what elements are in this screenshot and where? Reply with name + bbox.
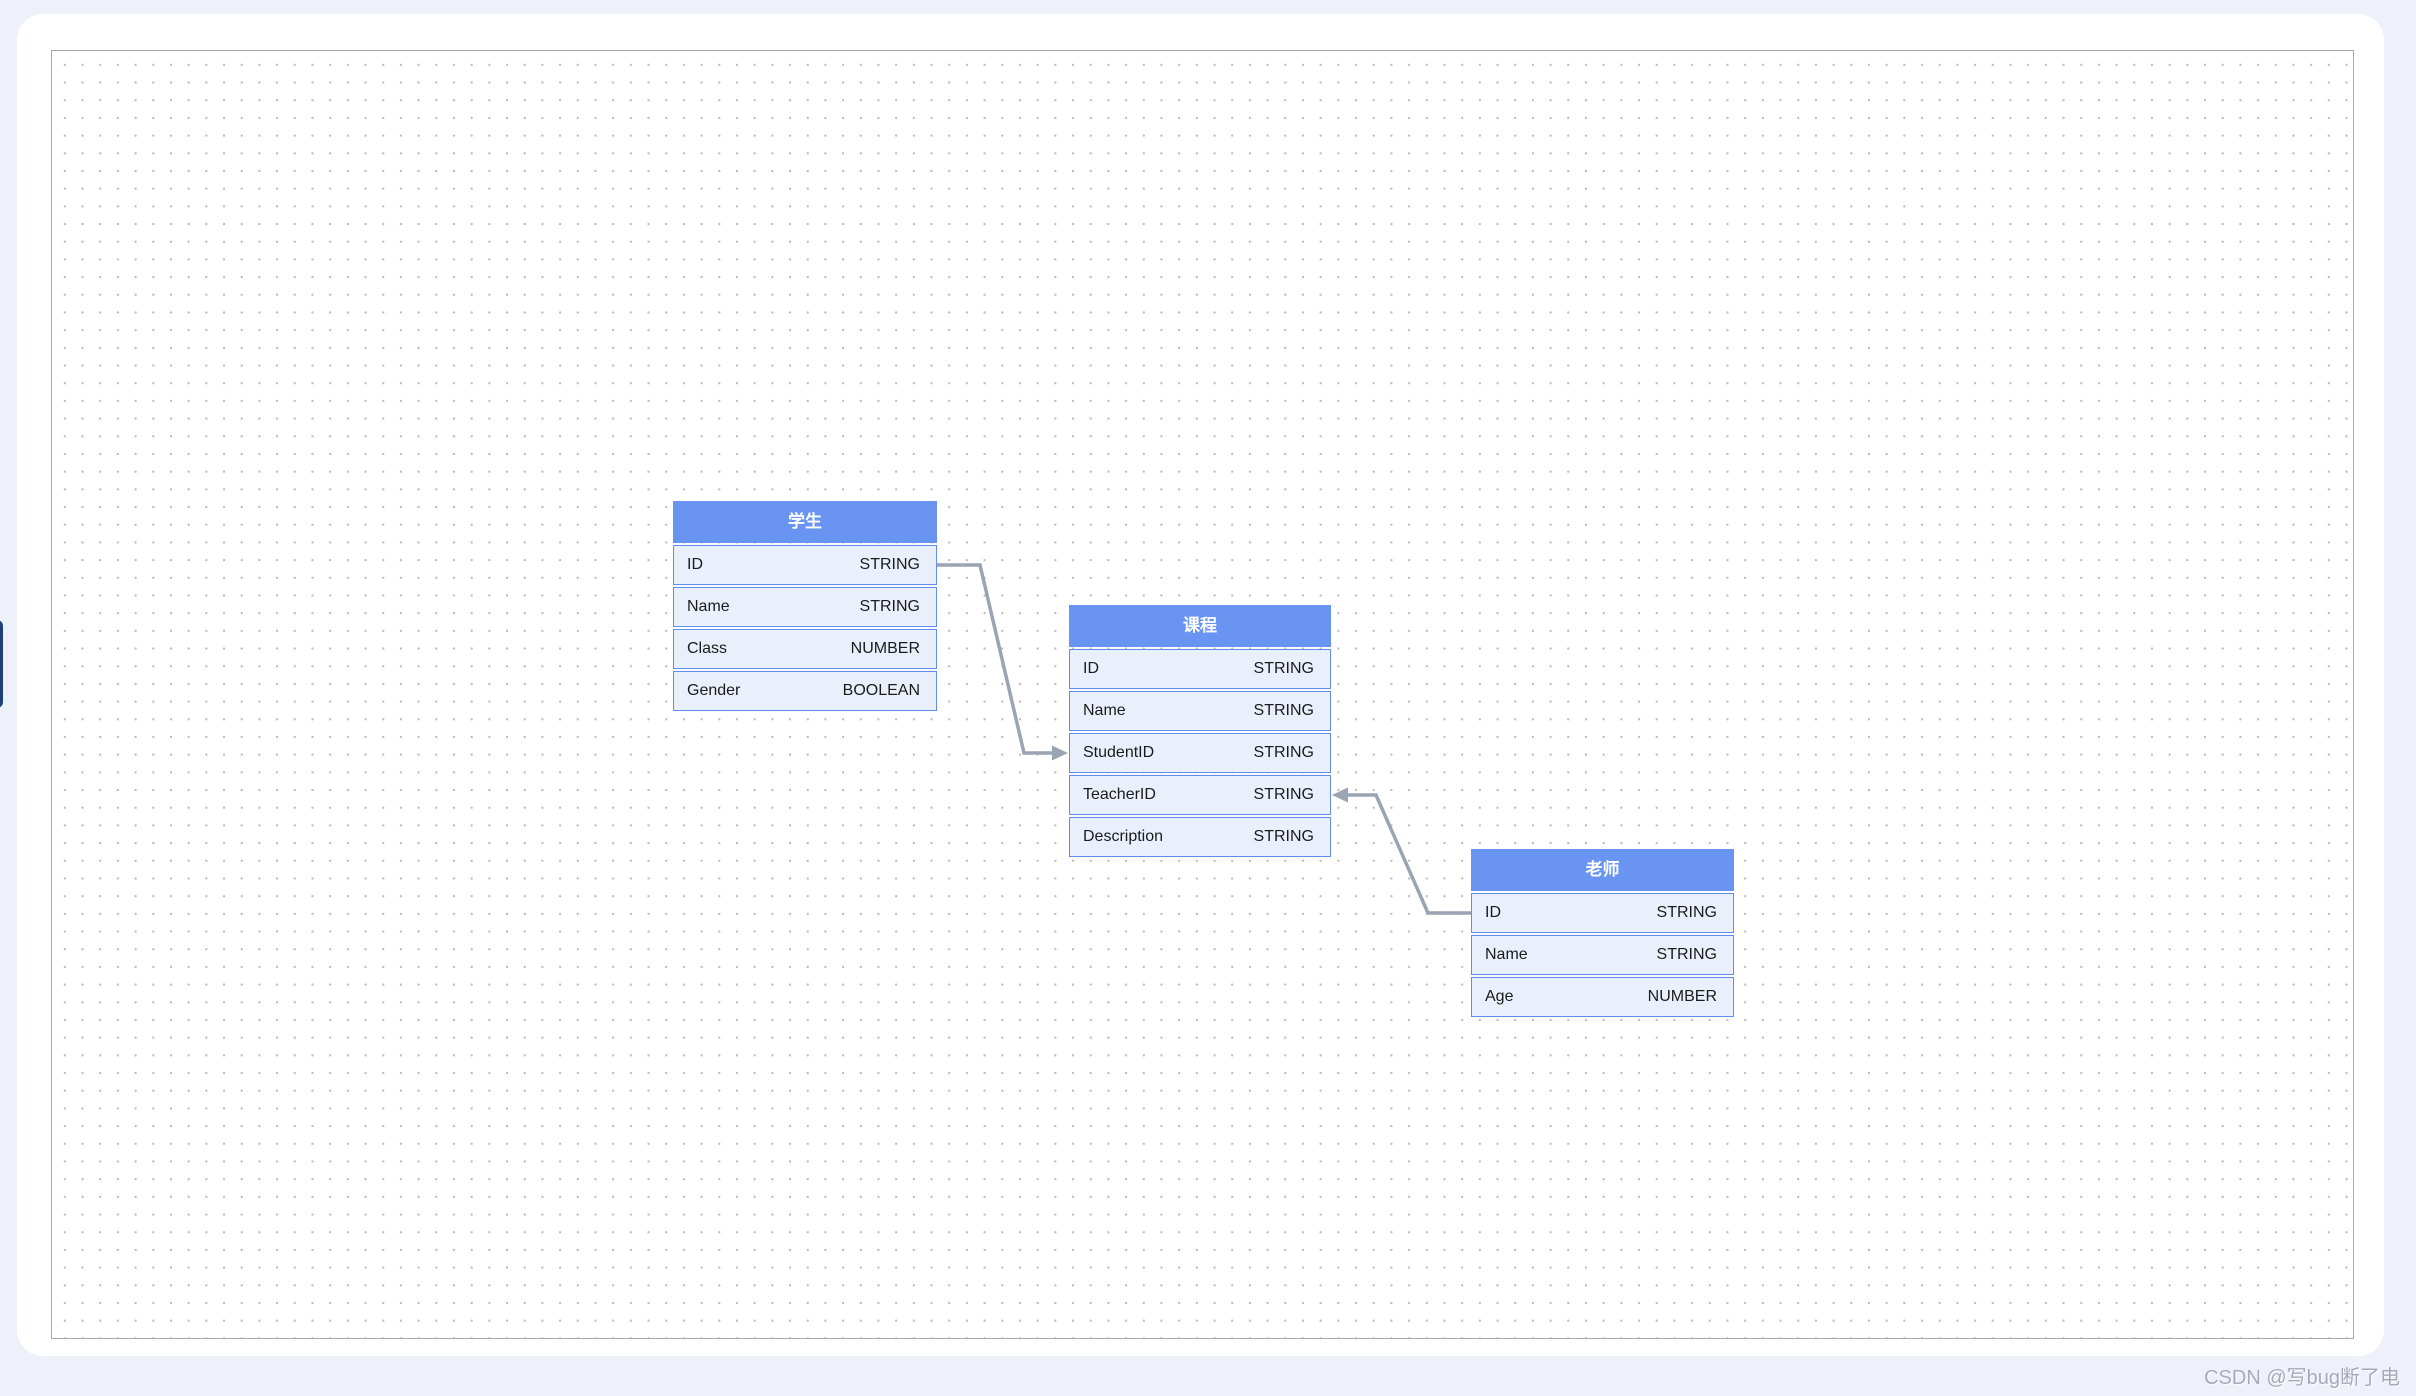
field-row-student-class[interactable]: Class NUMBER — [673, 629, 937, 669]
field-name: ID — [1485, 904, 1501, 921]
field-type: STRING — [1656, 904, 1717, 921]
field-name: Age — [1485, 988, 1514, 1005]
relation-line-teacher-course[interactable] — [1345, 793, 1471, 915]
field-name: Name — [1485, 946, 1528, 963]
field-row-course-teacherid[interactable]: TeacherID STRING — [1069, 775, 1331, 815]
field-name: Description — [1083, 828, 1164, 845]
watermark: CSDN @写bug断了电 — [2204, 1367, 2400, 1389]
field-type: STRING — [1253, 702, 1314, 719]
field-name: ID — [1083, 660, 1099, 677]
field-type: STRING — [1656, 946, 1717, 963]
entity-title-course[interactable]: 课程 — [1069, 605, 1331, 647]
relation-line-student-course[interactable] — [937, 563, 1055, 755]
field-row-course-id[interactable]: ID STRING — [1069, 649, 1331, 689]
field-type: STRING — [859, 556, 920, 573]
field-row-student-gender[interactable]: Gender BOOLEAN — [673, 671, 937, 711]
entity-title-student[interactable]: 学生 — [673, 501, 937, 543]
field-row-course-name[interactable]: Name STRING — [1069, 691, 1331, 731]
relation-arrowhead-teacher-course — [1332, 787, 1348, 803]
field-type: NUMBER — [1647, 988, 1717, 1005]
field-type: STRING — [1253, 828, 1314, 845]
field-name: StudentID — [1083, 744, 1155, 761]
relation-arrowhead-student-course — [1052, 745, 1068, 761]
field-row-teacher-id[interactable]: ID STRING — [1471, 893, 1734, 933]
field-name: Gender — [687, 682, 741, 699]
field-type: STRING — [1253, 660, 1314, 677]
field-type: BOOLEAN — [842, 682, 920, 699]
field-name: ID — [687, 556, 703, 573]
field-type: NUMBER — [850, 640, 920, 657]
field-type: STRING — [1253, 786, 1314, 803]
field-type: STRING — [1253, 744, 1314, 761]
entity-title-teacher[interactable]: 老师 — [1471, 849, 1734, 891]
field-row-course-description[interactable]: Description STRING — [1069, 817, 1331, 857]
entity-teacher[interactable]: 老师 ID STRING Name STRING Age NUMBER — [1471, 849, 1734, 1017]
field-row-student-id[interactable]: ID STRING — [673, 545, 937, 585]
entity-student[interactable]: 学生 ID STRING Name STRING Class NUMBER Gender BOO… — [673, 501, 937, 711]
field-row-course-studentid[interactable]: StudentID STRING — [1069, 733, 1331, 773]
field-type: STRING — [859, 598, 920, 615]
field-name: Class — [687, 640, 728, 657]
field-row-teacher-name[interactable]: Name STRING — [1471, 935, 1734, 975]
relation-connectors — [937, 563, 1471, 915]
field-name: Name — [1083, 702, 1126, 719]
field-row-teacher-age[interactable]: Age NUMBER — [1471, 977, 1734, 1017]
field-name: Name — [687, 598, 730, 615]
field-row-student-name[interactable]: Name STRING — [673, 587, 937, 627]
sidebar-handle[interactable] — [0, 620, 3, 708]
field-name: TeacherID — [1083, 786, 1156, 803]
